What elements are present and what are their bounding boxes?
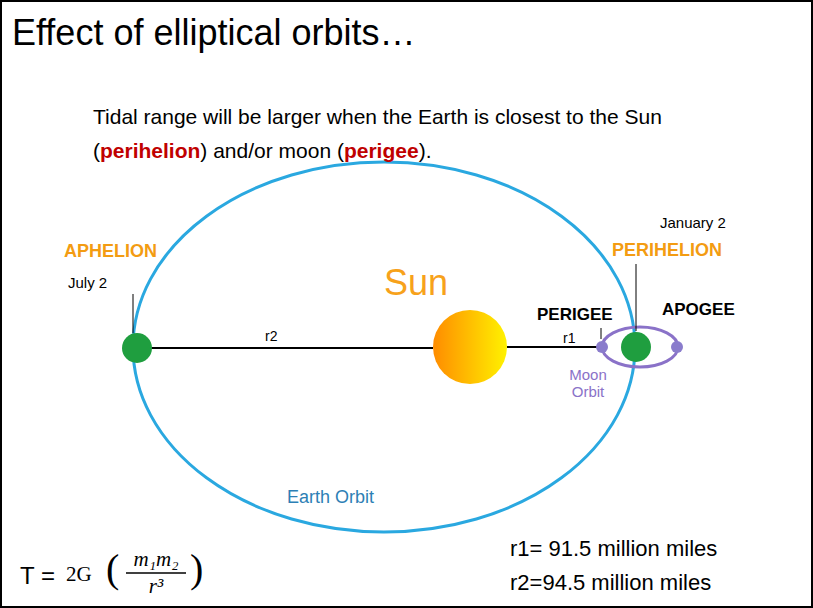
orbit-point-label: APHELION bbox=[64, 241, 157, 262]
moon-apogee bbox=[671, 341, 683, 353]
subtitle-text: ). bbox=[419, 139, 432, 162]
distance-note: r1= 91.5 million miles bbox=[510, 536, 717, 561]
key-term: perigee bbox=[344, 139, 419, 162]
earth-orbit-label: Earth Orbit bbox=[287, 487, 374, 508]
perihelion-leader bbox=[636, 264, 637, 331]
perigee-leader bbox=[601, 328, 602, 339]
earth-orbit bbox=[133, 162, 635, 532]
r1-line bbox=[507, 346, 598, 348]
formula-paren: ( bbox=[106, 546, 119, 592]
key-term: perihelion bbox=[100, 139, 200, 162]
orbit-point-label: PERIHELION bbox=[612, 240, 722, 261]
sun-label: Sun bbox=[384, 262, 448, 303]
aphelion-leader bbox=[133, 294, 134, 333]
formula-text: 2G bbox=[66, 562, 92, 586]
formula-denominator: r³ bbox=[121, 574, 191, 598]
distance-label: r2 bbox=[265, 328, 277, 344]
sun-disc bbox=[433, 310, 507, 384]
date-label: July 2 bbox=[68, 274, 107, 291]
moon-orbit bbox=[602, 327, 678, 367]
subtitle-paragraph: Tidal range will be larger when the Eart… bbox=[93, 100, 763, 167]
formula-paren: ) bbox=[190, 546, 203, 592]
moon-point-label: APOGEE bbox=[662, 300, 735, 320]
distance-label: r1 bbox=[563, 330, 575, 346]
slide-title: Effect of elliptical orbits… bbox=[12, 12, 416, 53]
moon-orbit-label: Moon Orbit bbox=[560, 366, 616, 401]
earth-aphelion bbox=[122, 333, 152, 363]
distance-note: r2=94.5 million miles bbox=[510, 570, 711, 595]
earth-perihelion bbox=[621, 332, 651, 362]
r2-line bbox=[137, 347, 433, 349]
moon-perigee bbox=[596, 341, 608, 353]
subtitle-text: ) and/or moon ( bbox=[200, 139, 344, 162]
fraction-bar bbox=[126, 572, 186, 574]
date-label: January 2 bbox=[660, 214, 726, 231]
formula-text: T = bbox=[20, 562, 55, 590]
moon-point-label: PERIGEE bbox=[537, 305, 613, 325]
formula-numerator: m₁m₂ bbox=[121, 547, 191, 571]
